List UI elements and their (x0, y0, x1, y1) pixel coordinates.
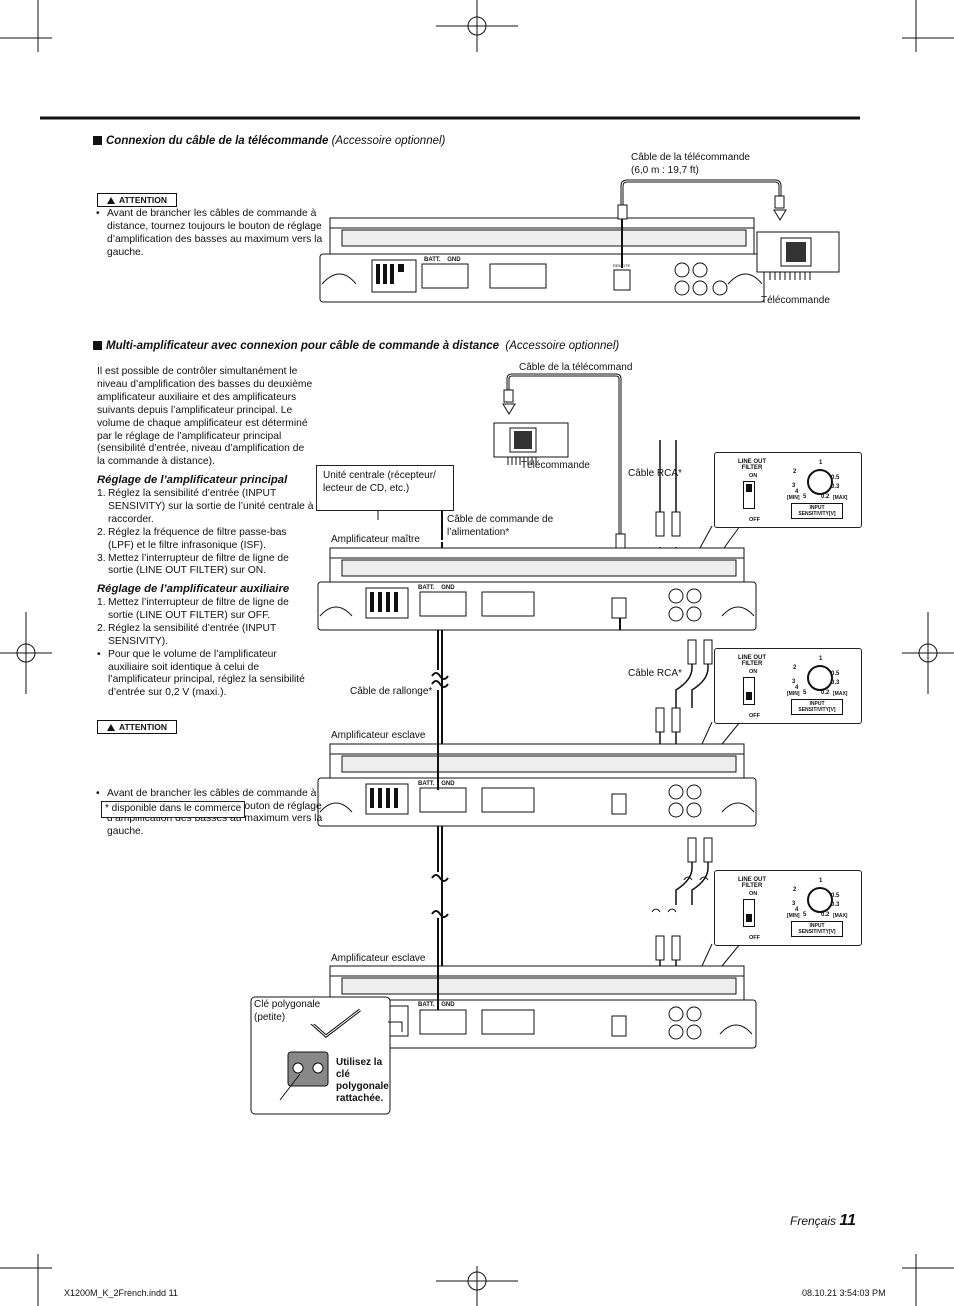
slave-amp-label-2: Amplificateur esclave (331, 953, 426, 964)
aux-amp-heading: Réglage de l’amplificateur auxiliaire (97, 583, 290, 595)
head-unit-box: Unité centrale (récepteur/ lecteur de CD… (316, 465, 454, 511)
warning-icon (106, 197, 115, 204)
intro-text: Il est possible de contrôler simultanéme… (97, 366, 313, 468)
list-item: 1.Réglez la sensibilité d’entrée (INPUT … (97, 488, 314, 525)
sensitivity-knob (807, 469, 833, 495)
filter-title: LINE OUT FILTER (738, 877, 766, 889)
attention-badge-1: ATTENTION (97, 193, 177, 207)
cable-label-1: Câble de la télécommande (6,0 m : 19,7 f… (631, 152, 750, 176)
bullet-square-icon (93, 136, 102, 145)
main-amp-heading: Réglage de l’amplificateur principal (97, 474, 288, 486)
use-key-label: Utilisez la clé polygonale rattachée. (336, 1057, 389, 1104)
main-amp-steps: 1.Réglez la sensibilité d’entrée (INPUT … (97, 488, 315, 578)
file-slug: X1200M_K_2French.indd 11 (64, 1288, 178, 1298)
master-batt-label: BATT. GND (418, 585, 455, 591)
slave2-batt-label: BATT. GND (418, 1002, 455, 1008)
filter-title: LINE OUT FILTER (738, 459, 766, 471)
list-item: 2.Réglez la sensibilité d’entrée (INPUT … (97, 622, 277, 647)
sensitivity-knob (807, 665, 833, 691)
filter-switch (743, 677, 755, 705)
filter-panel-3: LINE OUT FILTER ON OFF 1 2 3 4 5 0.5 0.3… (714, 870, 862, 946)
sensitivity-knob (807, 887, 833, 913)
power-cable-label: Câble de commande de l’alimentation* (447, 514, 554, 538)
filter-panel-1: LINE OUT FILTER ON OFF 1 2 3 4 5 0.5 0.3… (714, 452, 862, 528)
extension-cable-label: Câble de rallonge* (350, 686, 433, 697)
list-item: 3.Mettez l’interrupteur de filtre de lig… (97, 552, 289, 577)
attention-badge-2: ATTENTION (97, 720, 177, 734)
list-item: 1.Mettez l’interrupteur de filtre de lig… (97, 597, 289, 621)
section1-title: Connexion du câble de la télécommande (A… (93, 135, 445, 147)
rca-cable-label-1: Câble RCA* (628, 468, 682, 479)
amp1-batt-label: BATT. GND (424, 257, 461, 263)
cable-remote-label: Câble de la télécommand (519, 362, 633, 373)
section2-title: Multi-amplificateur avec connexion pour … (93, 340, 619, 352)
hex-key-label: Clé polygonale (petite) (254, 999, 326, 1024)
filter-panel-2: LINE OUT FILTER ON OFF 1 2 3 4 5 0.5 0.3… (714, 648, 862, 724)
remote-label-2: Télécommande (521, 460, 590, 471)
slave1-batt-label: BATT. GND (418, 781, 455, 787)
footnote-box: * disponible dans le commerce (101, 801, 246, 818)
aux-amp-steps: 1.Mettez l’interrupteur de filtre de lig… (97, 597, 315, 700)
attention-text-1: •Avant de brancher les câbles de command… (96, 208, 323, 258)
filter-switch (743, 899, 755, 927)
remote-label-1: Télécommande (761, 295, 830, 306)
bullet-square-icon (93, 341, 102, 350)
amp1-remote-label: REMOTE (613, 263, 631, 268)
filter-title: LINE OUT FILTER (738, 655, 766, 667)
warning-icon (106, 724, 115, 731)
rca-cable-label-2: Câble RCA* (628, 668, 682, 679)
page-footer: Frençais 11 (790, 1212, 856, 1229)
filter-switch (743, 481, 755, 509)
list-item: •Pour que le volume de l’amplificateur a… (97, 648, 305, 699)
slave-amp-label-1: Amplificateur esclave (331, 730, 426, 741)
print-date: 08.10.21 3:54:03 PM (802, 1288, 886, 1298)
master-amp-label: Amplificateur maître (331, 534, 420, 545)
list-item: 2.Réglez la fréquence de filtre passe-ba… (97, 526, 287, 551)
